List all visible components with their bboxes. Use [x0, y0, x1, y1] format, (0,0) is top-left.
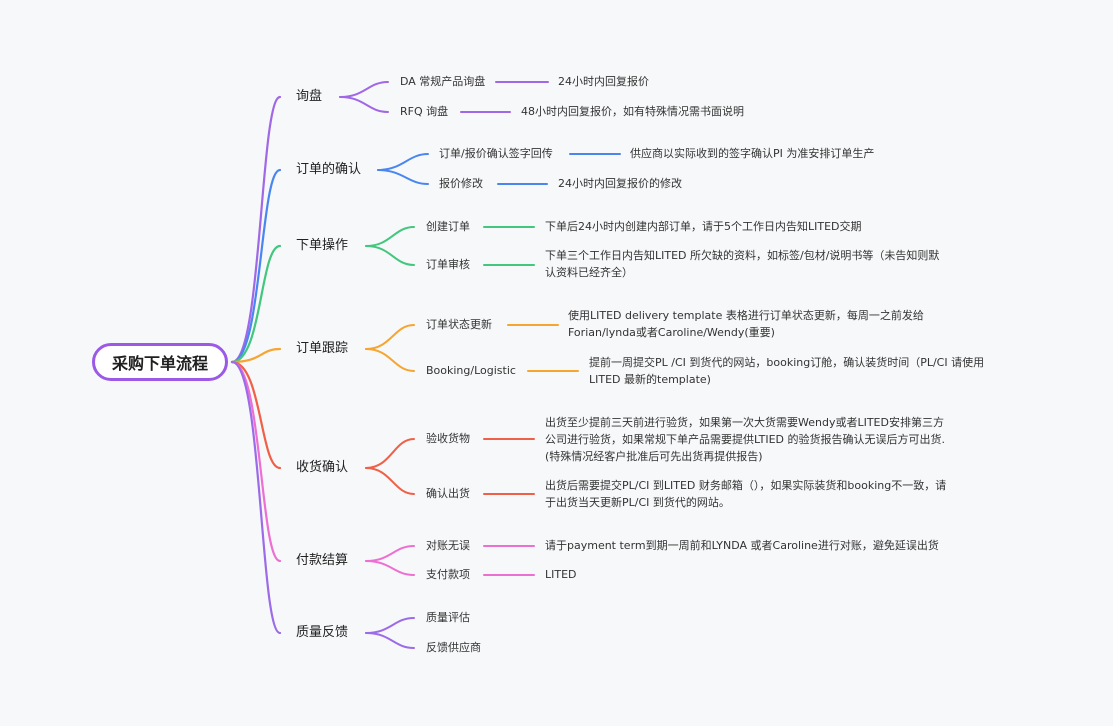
detail-reconciliation: 请于payment term到期一周前和LYNDA 或者Caroline进行对账… [545, 539, 939, 552]
detail-goods-inspection: 出货至少提前三天前进行验货，如果第一次大货需要Wendy或者LITED安排第三方… [545, 416, 945, 463]
root-topic[interactable]: 采购下单流程 [92, 343, 228, 381]
branch-connector [230, 360, 282, 563]
item-create-order[interactable]: 创建订单 [426, 220, 470, 233]
item-da-inquiry[interactable]: DA 常规产品询盘 [400, 75, 486, 88]
branch-receipt-confirm[interactable]: 收货确认 [296, 460, 349, 475]
item-connector [365, 617, 415, 634]
item-connector [377, 169, 429, 185]
item-quote-revision[interactable]: 报价修改 [439, 177, 483, 190]
branch-inquiry[interactable]: 询盘 [296, 89, 323, 104]
item-rfq-inquiry[interactable]: RFQ 询盘 [400, 105, 449, 118]
item-connector [377, 153, 429, 171]
branch-connector [230, 347, 282, 364]
detail-create-order: 下单后24小时内创建内部订单，请于5个工作日内告知LITED交期 [545, 220, 862, 233]
item-reconciliation[interactable]: 对账无误 [426, 539, 470, 552]
item-connector [365, 560, 415, 576]
branch-connector [230, 244, 282, 364]
item-connector [365, 545, 415, 562]
branch-order-operation[interactable]: 下单操作 [296, 238, 349, 253]
detail-booking-logistic: 提前一周提交PL /CI 到货代的网站，booking订舱，确认装货时间（PL/… [589, 356, 985, 386]
item-goods-inspection[interactable]: 验收货物 [426, 432, 470, 445]
root-topic-label: 采购下单流程 [111, 354, 208, 373]
detail-payment: LITED [545, 568, 577, 581]
item-signature-return[interactable]: 订单/报价确认签字回传 [439, 147, 553, 160]
item-connector [365, 632, 415, 649]
branch-connector [230, 360, 282, 635]
item-connector [365, 226, 415, 247]
branch-order-tracking[interactable]: 订单跟踪 [296, 341, 349, 356]
detail-order-review: 下单三个工作日内告知LITED 所欠缺的资料，如标签/包材/说明书等（未告知则默… [545, 249, 940, 279]
branch-payment-settlement[interactable]: 付款结算 [296, 553, 349, 568]
detail-quote-revision: 24小时内回复报价的修改 [558, 177, 682, 190]
item-connector [365, 348, 415, 372]
item-shipment-confirm[interactable]: 确认出货 [426, 487, 470, 500]
item-status-update[interactable]: 订单状态更新 [426, 318, 492, 331]
item-booking-logistic[interactable]: Booking/Logistic [426, 364, 516, 377]
detail-status-update: 使用LITED delivery template 表格进行订单状态更新，每周一… [568, 309, 924, 339]
detail-shipment-confirm: 出货后需要提交PL/CI 到LITED 财务邮箱（），如果实际装货和bookin… [545, 479, 947, 509]
branch-quality-feedback[interactable]: 质量反馈 [296, 625, 349, 640]
item-supplier-feedback[interactable]: 反馈供应商 [426, 641, 481, 654]
branch-connector [230, 360, 282, 470]
item-connector [365, 438, 415, 469]
item-connector [339, 96, 389, 113]
item-payment[interactable]: 支付款项 [426, 568, 470, 581]
item-connector [365, 324, 415, 350]
branch-connector [230, 95, 282, 364]
item-quality-assessment[interactable]: 质量评估 [426, 611, 470, 624]
item-order-review[interactable]: 订单审核 [426, 258, 470, 271]
item-connector [365, 245, 415, 266]
item-connector [339, 81, 389, 98]
detail-rfq-inquiry: 48小时内回复报价，如有特殊情况需书面说明 [521, 105, 744, 118]
branch-connector [230, 168, 282, 364]
detail-signature-return: 供应商以实际收到的签字确认PI 为准安排订单生产 [630, 147, 875, 160]
detail-da-inquiry: 24小时内回复报价 [558, 75, 649, 88]
branch-order-confirm[interactable]: 订单的确认 [296, 162, 362, 177]
item-connector [365, 467, 415, 495]
